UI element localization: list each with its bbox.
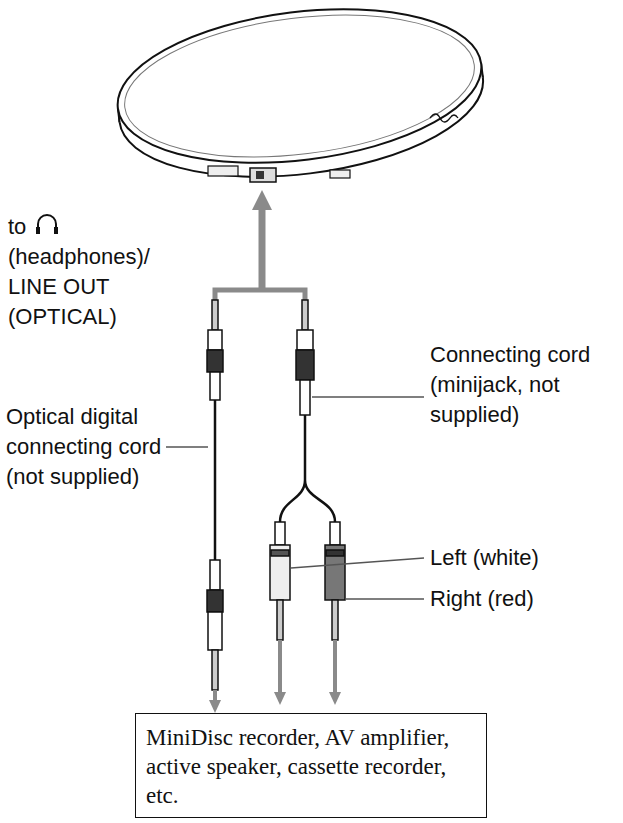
callout-label: (headphones)/ LINE OUT (OPTICAL): [8, 242, 176, 332]
headphone-symbol: [36, 227, 40, 234]
callout-label: Connecting cord (minijack, not supplied): [430, 340, 615, 430]
headphone-symbol: [54, 227, 58, 234]
optical-cord: [207, 300, 223, 713]
connection-arrow: [215, 190, 305, 300]
box-text: MiniDisc recorder, AV amplifier, active …: [136, 723, 486, 810]
leader-line: [166, 397, 424, 599]
device-box: MiniDisc recorder, AV amplifier, active …: [135, 713, 487, 818]
callout-label: Optical digital connecting cord (not sup…: [6, 402, 164, 492]
minijack-cord: [270, 300, 345, 705]
callout-label: Right (red): [430, 584, 615, 614]
headphone-symbol: [38, 215, 56, 231]
callout-label: Left (white): [430, 543, 615, 573]
callout-label: to: [8, 212, 38, 242]
cd-player: [109, 0, 492, 196]
